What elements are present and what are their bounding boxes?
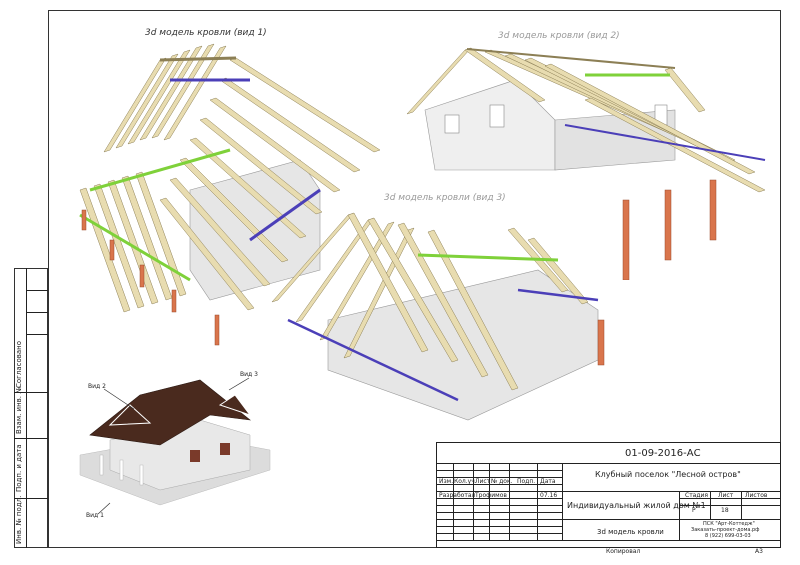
callout-arrow-vid2 — [103, 388, 135, 410]
roof-model-view1 — [79, 43, 381, 346]
window — [489, 104, 505, 128]
house-render — [79, 379, 271, 506]
sheet-title: 3d модель кровли — [597, 528, 664, 536]
org-name: ПСК "Арт-Коттедж" — [703, 521, 755, 527]
header-podp: Подп. — [517, 478, 536, 485]
header-data: Дата — [540, 478, 556, 485]
green-batten-2 — [79, 213, 191, 282]
view3-title: 3d модель кровли (вид 3) — [384, 193, 506, 203]
rafters-left-slope — [79, 43, 227, 313]
rafters-right-slope — [159, 57, 381, 311]
posts — [622, 179, 717, 280]
side-strip: Согласовано Взам. инв. № Подп. и дата Ин… — [14, 268, 48, 548]
view1-title: 3d модель кровли (вид 1) — [145, 28, 267, 38]
callout-vid3: Вид 3 — [240, 371, 258, 378]
callout-arrow-vid1 — [97, 502, 111, 515]
green-batten — [89, 148, 231, 192]
title-block: 01-09-2016-АС Клубный поселок "Лесной ос… — [436, 442, 781, 548]
porch-columns — [99, 454, 144, 486]
stadia-label: Стадия — [685, 492, 709, 499]
drawing-code: 01-09-2016-АС — [625, 448, 701, 459]
blue-batten — [287, 318, 459, 402]
rafters — [271, 212, 589, 391]
list-label: Лист — [718, 492, 734, 499]
org-site: Заказать-проект-дома.рф — [691, 527, 760, 533]
post — [597, 319, 605, 366]
razrabotal-name: Трофимов — [475, 492, 507, 499]
green-batten — [417, 253, 559, 262]
object-name: Индивидуальный жилой дом №1 — [567, 501, 706, 510]
project-name: Клубный поселок "Лесной остров" — [595, 470, 741, 479]
blue-batten — [564, 124, 766, 161]
stadia-value: Р — [692, 507, 696, 514]
label-podp-data: Подп. и дата — [15, 444, 23, 492]
header-kol-uch: Кол.уч. — [454, 478, 477, 485]
blue-batten-2 — [249, 188, 321, 242]
callout-arrow-vid3 — [228, 377, 250, 391]
razrabotal-label: Разработал — [439, 492, 476, 499]
kopiroval-label: Копировал — [606, 548, 641, 555]
ridge-beam — [159, 56, 237, 62]
roof-model-view2 — [406, 47, 766, 280]
listov-label: Листов — [745, 492, 768, 499]
drawing-frame — [48, 10, 781, 548]
blue-batten-2 — [517, 288, 599, 302]
window — [190, 450, 200, 462]
roof — [89, 379, 252, 446]
dormer — [108, 404, 152, 426]
window — [220, 443, 230, 455]
posts — [81, 209, 220, 346]
callout-vid2: Вид 2 — [88, 383, 106, 390]
roof-model-view3 — [271, 212, 605, 421]
view2-title: 3d модель кровли (вид 2) — [498, 31, 620, 41]
window — [444, 114, 460, 134]
header-list: Лист — [475, 478, 491, 485]
header-izm: Изм. — [439, 478, 454, 485]
dormer-2 — [218, 394, 252, 416]
label-vzam-inv: Взам. инв. № — [15, 386, 23, 434]
razrabotal-date: 07.16 — [540, 492, 558, 499]
callout-vid1: Вид 1 — [86, 512, 104, 519]
header-n-dok: № док. — [491, 478, 513, 485]
list-value: 18 — [721, 507, 729, 514]
org-phone: 8 (922) 699-03-03 — [705, 533, 751, 539]
label-inv-podl: Инв. № подл. — [15, 495, 23, 544]
ridge — [466, 48, 676, 69]
label-soglasovano: Согласовано — [15, 340, 23, 388]
format-label: А3 — [755, 548, 763, 555]
